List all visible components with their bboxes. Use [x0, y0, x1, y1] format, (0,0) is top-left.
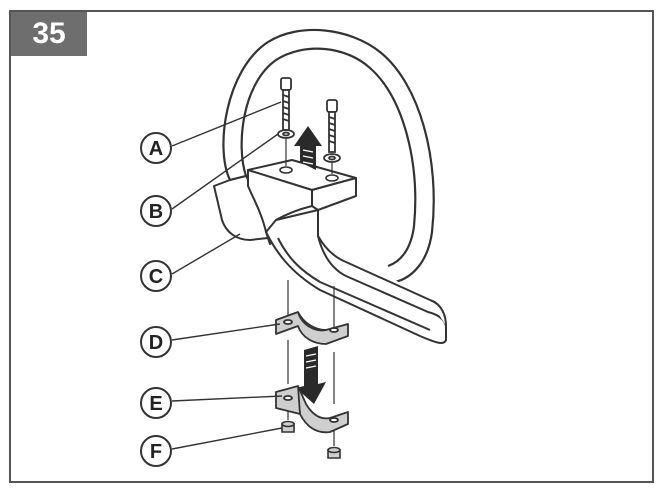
- callout-f: F: [140, 435, 172, 467]
- lower-clamp: [275, 385, 349, 434]
- callout-b-label: B: [149, 201, 163, 223]
- callout-a: A: [140, 132, 172, 164]
- alignment-lines-lower: [287, 280, 335, 446]
- loop-handle: [222, 28, 435, 284]
- callout-f-label: F: [150, 441, 162, 463]
- callout-a-label: A: [149, 138, 163, 160]
- washer-right: [323, 153, 341, 163]
- nut-right: [327, 446, 341, 459]
- mount-holes: [279, 166, 339, 182]
- leader-lines: [171, 101, 283, 450]
- up-arrow-icon: [294, 126, 322, 170]
- callout-d: D: [140, 326, 172, 358]
- upper-clamp: [275, 311, 349, 345]
- screw-right: [326, 99, 338, 153]
- callout-c: C: [140, 260, 172, 292]
- callout-b: B: [140, 195, 172, 227]
- callout-e: E: [140, 387, 172, 419]
- callout-c-label: C: [149, 266, 163, 288]
- handle-body: [247, 159, 447, 344]
- step-number-badge: 35: [11, 12, 87, 56]
- nut-left: [281, 420, 295, 433]
- callout-d-label: D: [149, 332, 163, 354]
- screw-left: [280, 77, 292, 131]
- callout-e-label: E: [149, 393, 162, 415]
- alignment-lines-upper: [285, 138, 333, 174]
- down-arrow-icon: [296, 346, 326, 404]
- washer-left: [277, 129, 295, 139]
